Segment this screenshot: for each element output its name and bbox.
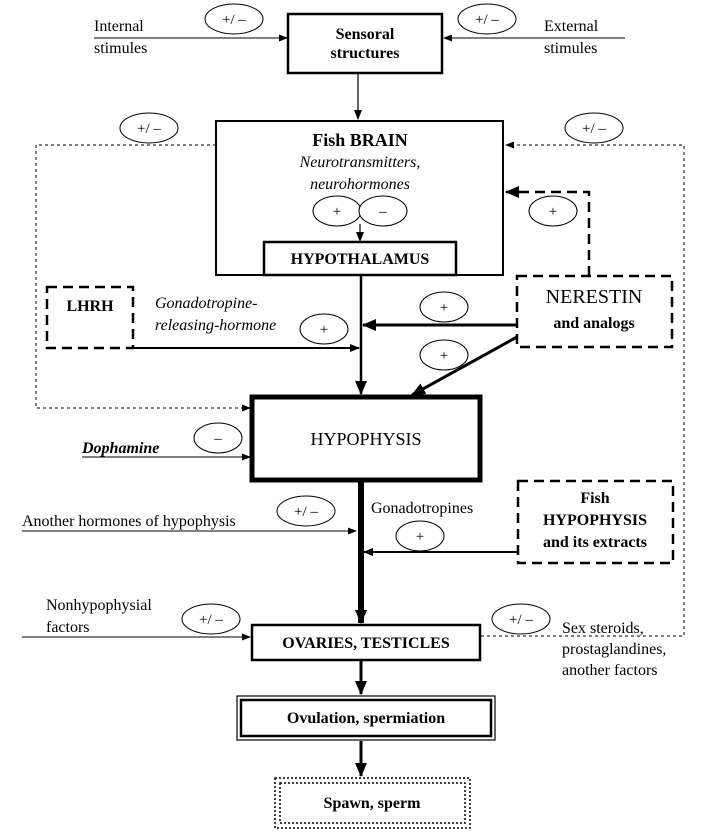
sensoral-structures-box: Sensoral structures <box>286 12 444 75</box>
sign-oval-internal: +/ – <box>204 3 264 35</box>
svg-text:another factors: another factors <box>562 662 658 679</box>
nerestin-sub: and analogs <box>553 315 634 332</box>
sign-oval-nonhypophysial: +/ – <box>181 603 241 635</box>
fish-hypophysis-line2: HYPOPHYSIS <box>543 512 647 529</box>
sign-oval-external: +/ – <box>457 3 517 35</box>
spawn-box: Spawn, sperm <box>274 777 471 829</box>
svg-text:–: – <box>378 204 387 220</box>
feedback-loop-right <box>481 141 685 637</box>
svg-text:prostaglandines,: prostaglandines, <box>562 641 666 658</box>
hypophysis-box: HYPOPHYSIS <box>249 394 483 483</box>
external-line1: External <box>544 18 599 35</box>
svg-text:+/ –: +/ – <box>509 612 533 628</box>
arrow-nerestin-brain <box>505 186 591 276</box>
gnrh-line1: Gonadotropine- <box>155 295 258 312</box>
ovulation-box: Ovulation, spermiation <box>236 695 496 741</box>
ovaries-box: OVARIES, TESTICLES <box>250 623 482 662</box>
sign-oval-nerestin-hypophysis: + <box>419 339 469 371</box>
svg-text:Sex steroids,: Sex steroids, <box>562 620 644 637</box>
another-hormones-label: Another hormones of hypophysis <box>22 513 357 535</box>
external-stimules: External stimules <box>443 18 625 57</box>
sign-oval-brain-right: +/ – <box>564 112 624 144</box>
ovulation-label: Ovulation, spermiation <box>287 710 445 727</box>
svg-text:+/ –: +/ – <box>199 612 223 628</box>
arrow-nerestin-hypophysis <box>411 335 518 397</box>
sex-steroids-label: Sex steroids, prostaglandines, another f… <box>562 620 666 679</box>
fish-hypophysis-line3: and its extracts <box>543 534 647 551</box>
brain-sub1: Neurotransmitters, <box>299 154 421 171</box>
gnrh-label: Gonadotropine- releasing-hormone <box>155 295 276 334</box>
svg-text:–: – <box>213 431 222 447</box>
hypothalamus-label: HYPOTHALAMUS <box>291 251 430 268</box>
svg-text:+/ –: +/ – <box>582 121 606 137</box>
sign-oval-another-hormones: +/ – <box>276 495 336 527</box>
sign-oval-nerestin-brain: + <box>528 195 578 227</box>
brain-sub2: neurohormones <box>310 176 410 193</box>
fish-hypophysis-box: Fish HYPOPHYSIS and its extracts <box>516 479 675 565</box>
sign-oval-sex-steroids: +/ – <box>491 603 551 635</box>
svg-text:Another hormones of hypophysis: Another hormones of hypophysis <box>22 513 236 530</box>
fish-hypophysis-line1: Fish <box>580 490 609 507</box>
svg-text:+/ –: +/ – <box>222 12 246 28</box>
lhrh-box: LHRH <box>45 285 135 350</box>
internal-line2: stimules <box>94 40 147 57</box>
lhrh-label: LHRH <box>66 298 114 315</box>
internal-stimules: Internal stimules <box>94 18 288 57</box>
sign-oval-brain-left: +/ – <box>119 112 179 144</box>
svg-text:+: + <box>320 322 328 338</box>
sign-oval-dophamine: – <box>193 422 243 454</box>
feedback-loop-left <box>35 144 251 412</box>
brain-title: Fish BRAIN <box>312 130 408 150</box>
sign-oval-fish-hypophysis: + <box>395 520 445 552</box>
sign-oval-lhrh: + <box>299 313 349 345</box>
svg-text:factors: factors <box>46 619 90 636</box>
external-line2: stimules <box>544 40 597 57</box>
sign-oval-nerestin-axis: + <box>419 291 469 323</box>
svg-text:+: + <box>549 204 557 220</box>
nerestin-title: NERESTIN <box>546 286 643 308</box>
svg-text:+: + <box>333 204 341 220</box>
svg-text:+/ –: +/ – <box>137 121 161 137</box>
sensoral-line2: structures <box>330 45 399 62</box>
ovaries-label: OVARIES, TESTICLES <box>282 635 450 652</box>
svg-text:+/ –: +/ – <box>475 12 499 28</box>
dophamine-label: Dophamine <box>81 440 251 461</box>
svg-text:Dophamine: Dophamine <box>81 440 159 457</box>
sign-oval-brain-minus: – <box>358 195 408 227</box>
gnrh-line2: releasing-hormone <box>155 317 276 334</box>
gonadotropines-label: Gonadotropines <box>371 500 473 517</box>
internal-line1: Internal <box>94 18 144 35</box>
sign-oval-brain-plus: + <box>312 195 362 227</box>
hypothalamus-box: HYPOTHALAMUS <box>262 240 458 277</box>
nerestin-box: NERESTIN and analogs <box>515 274 674 349</box>
sensoral-line1: Sensoral <box>336 26 395 43</box>
nonhypophysial-label: Nonhypophysial factors <box>22 597 251 641</box>
svg-text:+: + <box>440 348 448 364</box>
svg-text:+/ –: +/ – <box>294 504 318 520</box>
svg-text:+: + <box>416 529 424 545</box>
svg-text:+: + <box>440 300 448 316</box>
spawn-label: Spawn, sperm <box>324 795 422 812</box>
hypophysis-label: HYPOPHYSIS <box>310 429 421 449</box>
svg-text:Nonhypophysial: Nonhypophysial <box>46 597 152 614</box>
